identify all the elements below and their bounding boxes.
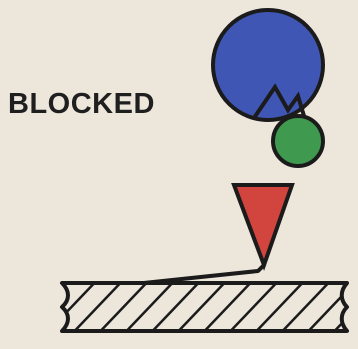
red-wedge xyxy=(234,185,292,265)
hatched-substrate xyxy=(40,275,358,340)
large-blue-circle xyxy=(213,10,323,120)
small-green-circle xyxy=(273,116,323,166)
